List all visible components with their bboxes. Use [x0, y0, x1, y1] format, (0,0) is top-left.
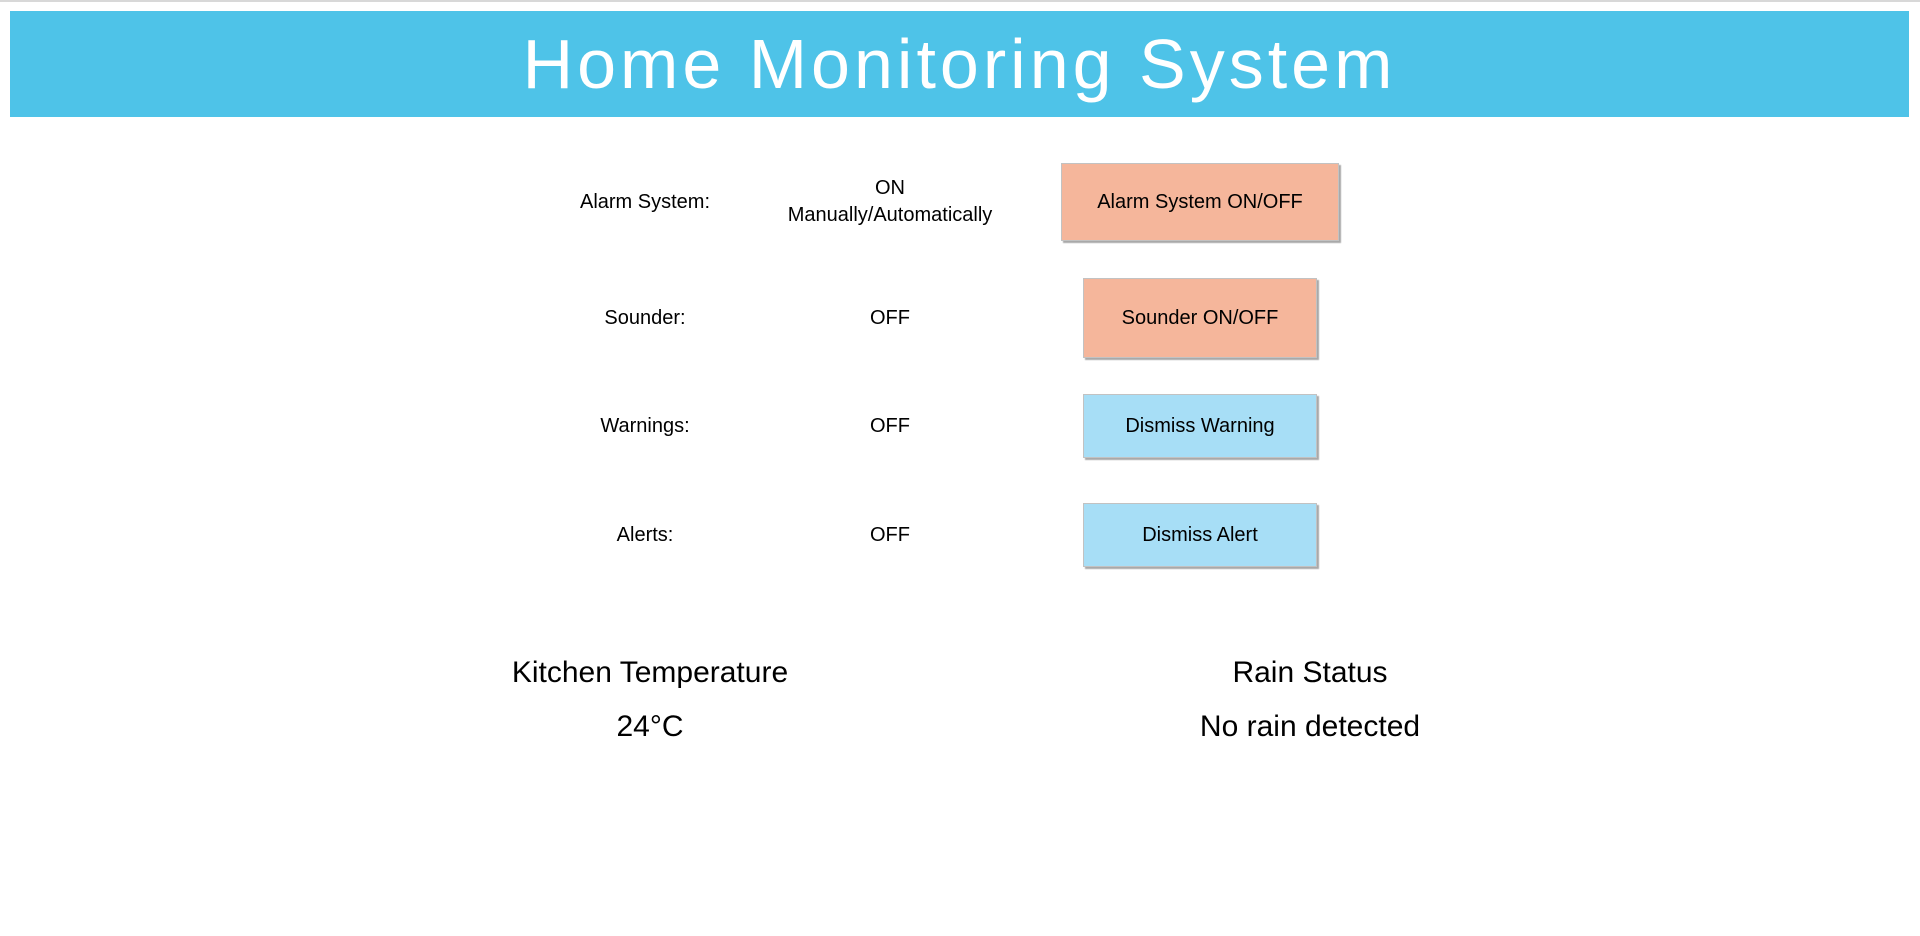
control-row-sounder: Sounder: OFF Sounder ON/OFF — [0, 278, 1920, 358]
kitchen-temperature-value: 24°C — [616, 710, 684, 743]
alarm-system-status-cell: ON Manually/Automatically — [788, 163, 993, 241]
alarm-system-button-cell: Alarm System ON/OFF — [1040, 163, 1360, 241]
control-row-warnings: Warnings: OFF Dismiss Warning — [0, 394, 1920, 458]
alerts-status-cell: OFF — [790, 503, 990, 567]
rain-status-value: No rain detected — [1199, 710, 1421, 743]
alarm-system-status-line1: ON — [875, 177, 905, 199]
sounder-label-cell: Sounder: — [500, 278, 790, 358]
warnings-status: OFF — [870, 414, 910, 437]
alerts-status: OFF — [870, 523, 910, 546]
alerts-button-cell: Dismiss Alert — [1040, 503, 1360, 567]
header-banner: Home Monitoring System — [10, 11, 1909, 117]
sounder-status: OFF — [870, 306, 910, 329]
warnings-status-cell: OFF — [790, 394, 990, 458]
alarm-system-toggle-button[interactable]: Alarm System ON/OFF — [1061, 163, 1339, 241]
sounder-label: Sounder: — [604, 306, 686, 329]
alerts-label-cell: Alerts: — [500, 503, 790, 567]
warnings-button-cell: Dismiss Warning — [1040, 394, 1360, 458]
dismiss-alert-button[interactable]: Dismiss Alert — [1083, 503, 1317, 567]
control-row-alerts: Alerts: OFF Dismiss Alert — [0, 503, 1920, 567]
alerts-label: Alerts: — [616, 523, 674, 546]
top-border-line — [0, 0, 1920, 2]
rain-status-card: Rain Status No rain detected — [1050, 656, 1570, 744]
page-title: Home Monitoring System — [522, 25, 1397, 103]
rain-status-heading: Rain Status — [1232, 656, 1388, 689]
warnings-label: Warnings: — [600, 414, 690, 437]
alarm-system-label: Alarm System: — [579, 190, 711, 213]
kitchen-temperature-card: Kitchen Temperature 24°C — [390, 656, 910, 744]
sounder-status-cell: OFF — [790, 278, 990, 358]
sounder-button-cell: Sounder ON/OFF — [1040, 278, 1360, 358]
dismiss-warning-button[interactable]: Dismiss Warning — [1083, 394, 1317, 458]
kitchen-temperature-heading: Kitchen Temperature — [511, 656, 789, 689]
warnings-label-cell: Warnings: — [500, 394, 790, 458]
alarm-system-status-line2: Manually/Automatically — [787, 204, 993, 226]
alarm-system-label-cell: Alarm System: — [500, 163, 790, 241]
alarm-system-status: ON Manually/Automatically — [788, 175, 993, 229]
sounder-toggle-button[interactable]: Sounder ON/OFF — [1083, 278, 1317, 358]
control-row-alarm-system: Alarm System: ON Manually/Automatically … — [0, 163, 1920, 241]
